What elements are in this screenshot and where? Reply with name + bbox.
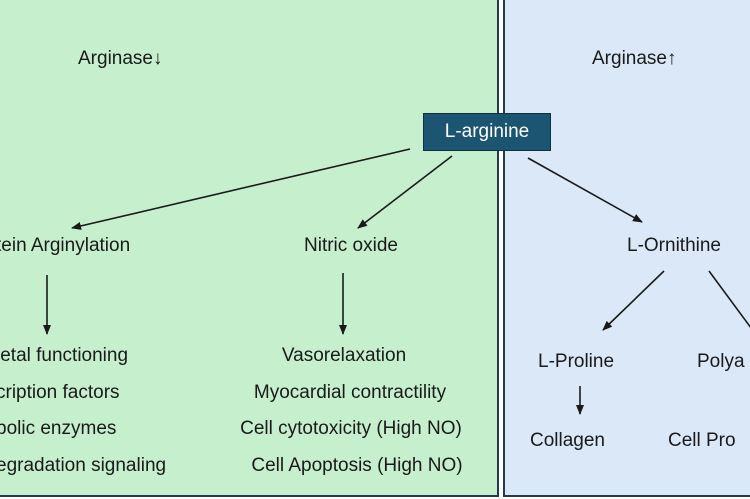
- arginylation-item: cription factors: [0, 382, 120, 403]
- l-proline-label: L-Proline: [538, 351, 615, 372]
- arginase-high-title: Arginase↑: [592, 48, 677, 69]
- nitric-oxide-item: Myocardial contractility: [253, 382, 447, 403]
- arginase-high-panel: [503, 0, 750, 497]
- arrow-arginine-to-arginylation: [71, 148, 411, 230]
- arrow-arginine-to-nitric-oxide: [357, 155, 453, 229]
- arginase-low-panel: [0, 0, 499, 497]
- arrow-ornithine-to-polya: [708, 270, 750, 328]
- nitric-oxide-item: Cell cytotoxicity (High NO): [240, 418, 462, 439]
- arginylation-item: egradation signaling: [0, 455, 167, 476]
- arrow-arginine-to-ornithine: [527, 157, 643, 223]
- arrow-ornithine-to-proline: [602, 270, 665, 331]
- arginylation-heading: tein Arginylation: [0, 235, 131, 256]
- arginylation-item: bolic enzymes: [0, 418, 117, 439]
- arginylation-item: letal functioning: [0, 345, 129, 366]
- nitric-oxide-heading: Nitric oxide: [304, 235, 398, 256]
- nitric-oxide-item: Vasorelaxation: [281, 345, 407, 366]
- l-arginine-label: L-arginine: [444, 121, 530, 142]
- arginase-low-title: Arginase↓: [78, 48, 163, 69]
- cell-proliferation-label: Cell Pro: [668, 430, 736, 451]
- l-arginine-node: L-arginine: [423, 113, 551, 151]
- nitric-oxide-item: Cell Apoptosis (High NO): [251, 455, 463, 476]
- l-ornithine-heading: L-Ornithine: [627, 235, 721, 256]
- collagen-label: Collagen: [530, 430, 605, 451]
- polyamines-label: Polya: [697, 351, 745, 372]
